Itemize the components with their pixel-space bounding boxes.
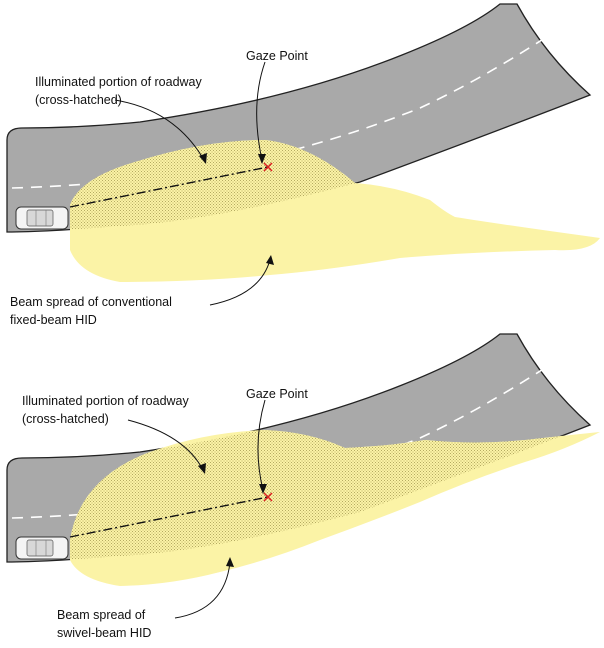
beam-arrow [174, 561, 231, 619]
illuminated-label-line1: Illuminated portion of roadway [35, 75, 203, 89]
illuminated-arrow [127, 419, 204, 471]
panel-fixed-beam: Gaze Point Illuminated portion of roadwa… [6, 3, 600, 327]
beam-label-line1: Beam spread of conventional [10, 295, 172, 309]
illuminated-label-line2: (cross-hatched) [22, 412, 109, 426]
car-icon [15, 536, 69, 560]
illuminated-label-line1: Illuminated portion of roadway [22, 394, 190, 408]
illuminated-label-line2: (cross-hatched) [35, 93, 122, 107]
car-icon [15, 206, 69, 230]
illuminated-arrow [114, 99, 205, 161]
gaze-arrow [256, 61, 266, 161]
gaze-point-label: Gaze Point [246, 387, 308, 401]
gaze-point-marker [263, 492, 273, 502]
gaze-point-label: Gaze Point [246, 49, 308, 63]
panel-swivel-beam: Gaze Point Illuminated portion of roadwa… [6, 333, 600, 640]
gaze-arrow [257, 399, 266, 491]
beam-label-line2: swivel-beam HID [57, 626, 151, 640]
beam-label-line1: Beam spread of [57, 608, 146, 622]
beam-label-line2: fixed-beam HID [10, 313, 97, 327]
beam-arrow [209, 259, 271, 306]
gaze-point-marker [263, 162, 273, 172]
